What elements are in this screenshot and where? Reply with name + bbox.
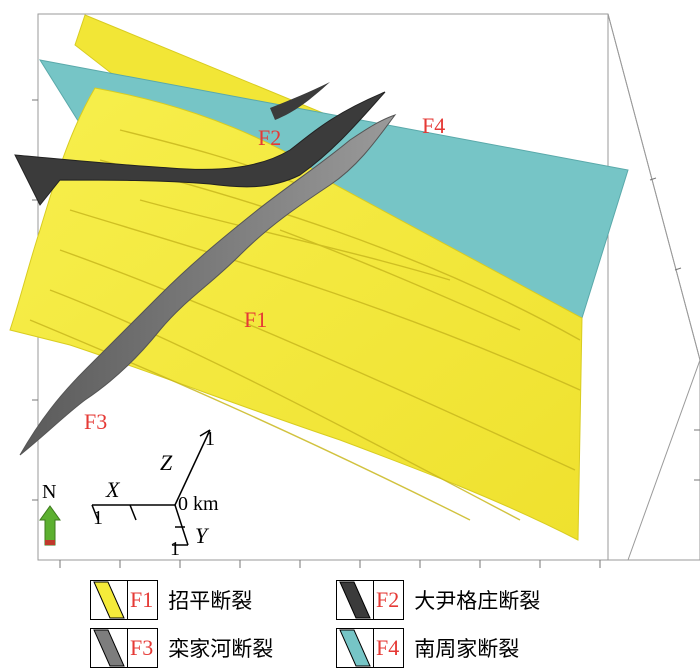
axis-y-label: Y — [195, 523, 210, 548]
legend-code-f2: F2 — [374, 580, 405, 620]
scale-axes — [91, 429, 211, 546]
f1-striations — [29, 129, 581, 521]
legend-swatch-f2 — [336, 580, 374, 620]
f2-fault-edge — [270, 82, 330, 120]
scale-origin-label: 0 km — [178, 493, 219, 515]
legend-item-f4: F4 南周家断裂 — [336, 628, 519, 668]
legend-code-f4: F4 — [374, 628, 405, 668]
legend-code-f1: F1 — [128, 580, 159, 620]
legend-swatch-f3 — [90, 628, 128, 668]
f3-fault-surface — [19, 114, 397, 456]
legend-item-f3: F3 栾家河断裂 — [90, 628, 273, 668]
legend-name-f3: 栾家河断裂 — [168, 637, 274, 661]
scale-x-one: 1 — [93, 507, 103, 529]
legend-item-f1: F1 招平断裂 — [90, 580, 252, 620]
legend-swatch-f4 — [336, 628, 374, 668]
f2-label: F2 — [258, 125, 281, 150]
axis-x-label: X — [105, 477, 121, 502]
legend: F1 招平断裂 F2 大尹格庄断裂 F3 栾家河断裂 F4 南周家断裂 — [0, 572, 700, 668]
legend-name-f2: 大尹格庄断裂 — [414, 589, 541, 613]
scale-z-one: 1 — [205, 428, 215, 450]
north-arrow-icon — [39, 505, 61, 546]
f4-label: F4 — [422, 113, 445, 138]
north-arrow: N — [39, 481, 61, 546]
legend-name-f1: 招平断裂 — [168, 589, 253, 613]
f3-label: F3 — [84, 409, 107, 434]
legend-name-f4: 南周家断裂 — [414, 637, 520, 661]
legend-swatch-f1 — [90, 580, 128, 620]
f2-fault-surface — [14, 91, 386, 206]
legend-item-f2: F2 大尹格庄断裂 — [336, 580, 540, 620]
f1-label: F1 — [244, 307, 267, 332]
axis-z-label: Z — [160, 450, 173, 475]
f1-fault-surface — [9, 87, 583, 541]
legend-code-f3: F3 — [128, 628, 159, 668]
scale-y-one: 1 — [170, 538, 180, 560]
north-label: N — [42, 481, 56, 503]
